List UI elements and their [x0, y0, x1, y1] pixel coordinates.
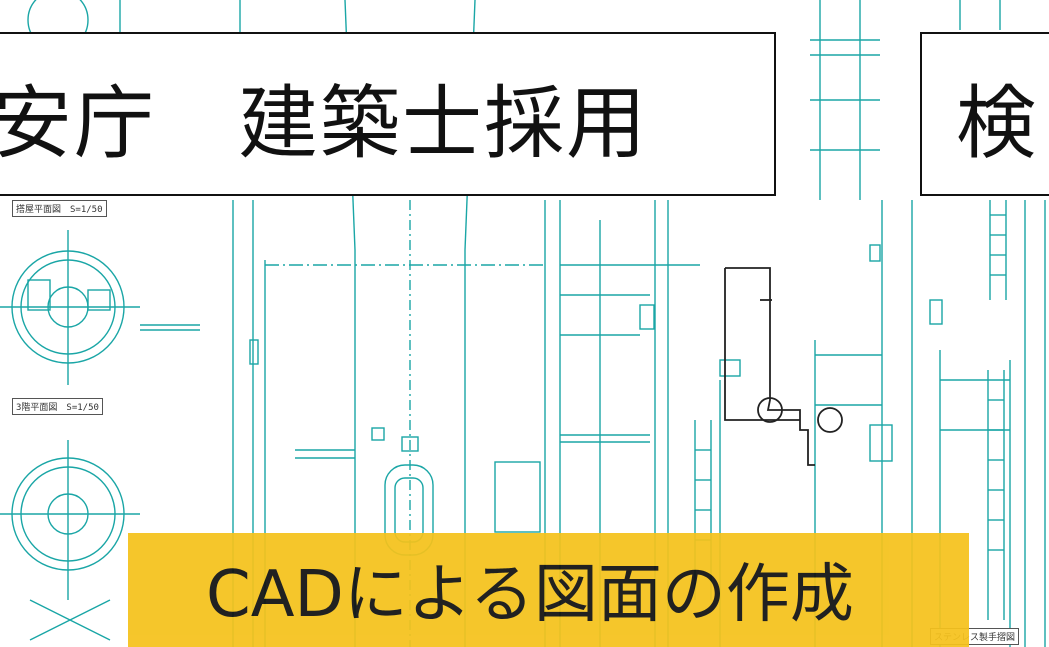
title-box-left: 安庁 建築士採用: [0, 32, 776, 196]
caption-banner: CADによる図面の作成: [128, 533, 969, 647]
title-box-right: 検: [920, 32, 1049, 196]
drawing-label-plan-b: 3階平面図 S=1/50: [12, 398, 103, 415]
title-left-text: 安庁 建築士採用: [0, 77, 648, 170]
caption-text: CADによる図面の作成: [206, 558, 854, 632]
drawing-label-plan-a: 搭屋平面図 S=1/50: [12, 200, 107, 217]
title-right-text: 検: [956, 77, 1036, 170]
